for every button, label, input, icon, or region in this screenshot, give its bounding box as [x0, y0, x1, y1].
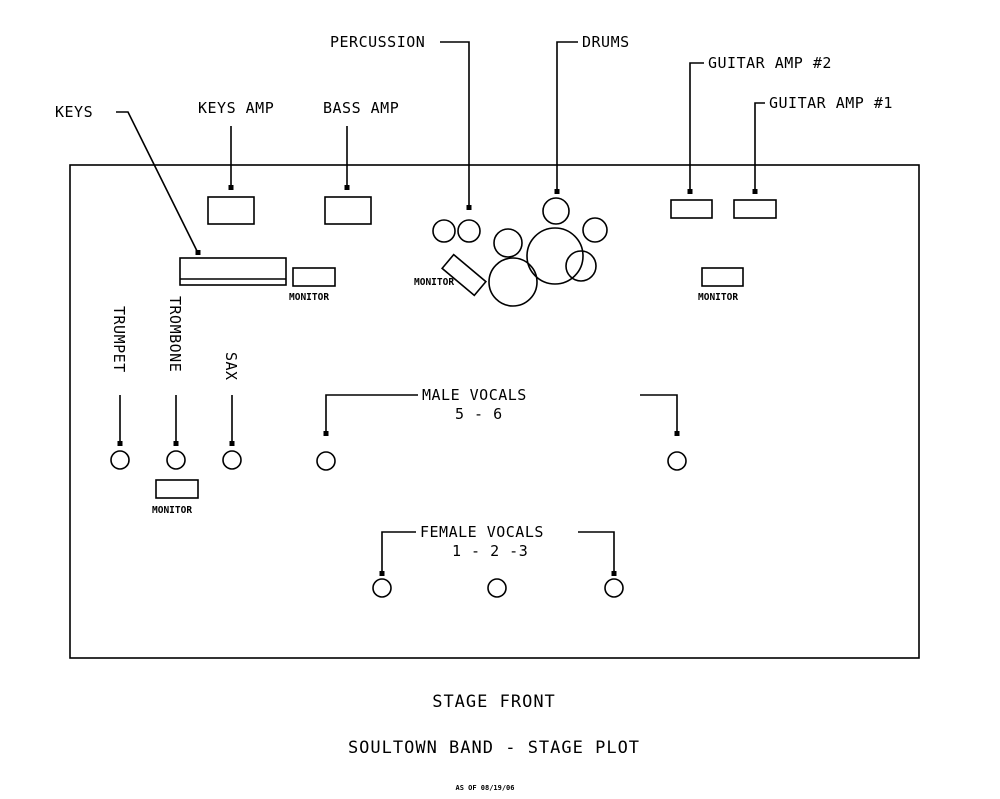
male-vocal-mic-5 [316, 451, 336, 471]
sax-label: SAX [222, 352, 240, 381]
percussion-drum-right [457, 219, 481, 243]
male-vocals-leader-left [325, 394, 418, 433]
trombone-marker [173, 441, 179, 446]
horn-monitor [155, 479, 199, 499]
keys-monitor [292, 267, 336, 287]
drums-marker [554, 189, 560, 194]
female-vocal-mic-3 [604, 578, 624, 598]
drum-cymbal-top [542, 197, 570, 225]
percussion-label: PERCUSSION [330, 33, 425, 51]
male-vocals-numbers: 5 - 6 [455, 405, 503, 423]
horn-monitor-label: MONITOR [152, 505, 192, 516]
trumpet-marker [117, 441, 123, 446]
percussion-drum-left [432, 219, 456, 243]
guitar-amp-1-marker [752, 189, 758, 194]
guitar-amp-2-marker [687, 189, 693, 194]
guitar-monitor-label: MONITOR [698, 292, 738, 303]
female-vocals-label: FEMALE VOCALS [420, 523, 544, 541]
guitar-amp-1-label: GUITAR AMP #1 [769, 94, 893, 112]
guitar-amp-2-label: GUITAR AMP #2 [708, 54, 832, 72]
keys-amp [207, 196, 255, 225]
trombone-mic [166, 450, 186, 470]
male-vocals-label: MALE VOCALS [422, 386, 527, 404]
male-vocals-marker-left [323, 431, 329, 436]
keys-amp-marker [228, 185, 234, 190]
female-vocals-marker-right [611, 571, 617, 576]
female-vocals-leader-right [578, 531, 615, 573]
guitar-amp-1 [733, 199, 777, 219]
keyboard [179, 257, 287, 286]
plot-date: AS OF 08/19/06 [455, 784, 514, 792]
trumpet-label: TRUMPET [110, 306, 128, 373]
keys-leader [116, 111, 199, 254]
keys-marker [195, 250, 201, 255]
drum-floor-tom [488, 257, 538, 307]
female-vocal-mic-2 [487, 578, 507, 598]
percussion-marker [466, 205, 472, 210]
male-vocals-leader-right [640, 394, 678, 433]
guitar-amp-2-leader [689, 62, 704, 191]
guitar-monitor [701, 267, 744, 287]
keys-monitor-label: MONITOR [289, 292, 329, 303]
percussion-leader [440, 41, 470, 207]
female-vocals-numbers: 1 - 2 -3 [452, 542, 528, 560]
guitar-amp-2 [670, 199, 713, 219]
trombone-label: TROMBONE [166, 296, 184, 372]
bass-amp [324, 196, 372, 225]
plot-title: SOULTOWN BAND - STAGE PLOT [348, 738, 640, 758]
female-vocal-mic-1 [372, 578, 392, 598]
sax-mic [222, 450, 242, 470]
drum-bass [526, 227, 584, 285]
stage-outline [69, 164, 920, 659]
drums-label: DRUMS [582, 33, 630, 51]
female-vocals-leader-left [381, 531, 416, 573]
male-vocals-marker-right [674, 431, 680, 436]
drum-monitor-label: MONITOR [414, 277, 454, 288]
male-vocal-mic-6 [667, 451, 687, 471]
keys-amp-label: KEYS AMP [198, 99, 274, 117]
drums-leader [556, 41, 578, 191]
trumpet-mic [110, 450, 130, 470]
drum-tom-left [493, 228, 523, 258]
bass-amp-label: BASS AMP [323, 99, 399, 117]
drum-monitor [441, 253, 487, 297]
guitar-amp-1-leader [754, 102, 765, 191]
keys-label: KEYS [55, 103, 93, 121]
stage-front-label: STAGE FRONT [432, 692, 556, 712]
drum-cymbal-right [582, 217, 608, 243]
drum-hihat [565, 250, 597, 282]
female-vocals-marker-left [379, 571, 385, 576]
bass-amp-marker [344, 185, 350, 190]
sax-marker [229, 441, 235, 446]
drum-kit [488, 197, 608, 307]
